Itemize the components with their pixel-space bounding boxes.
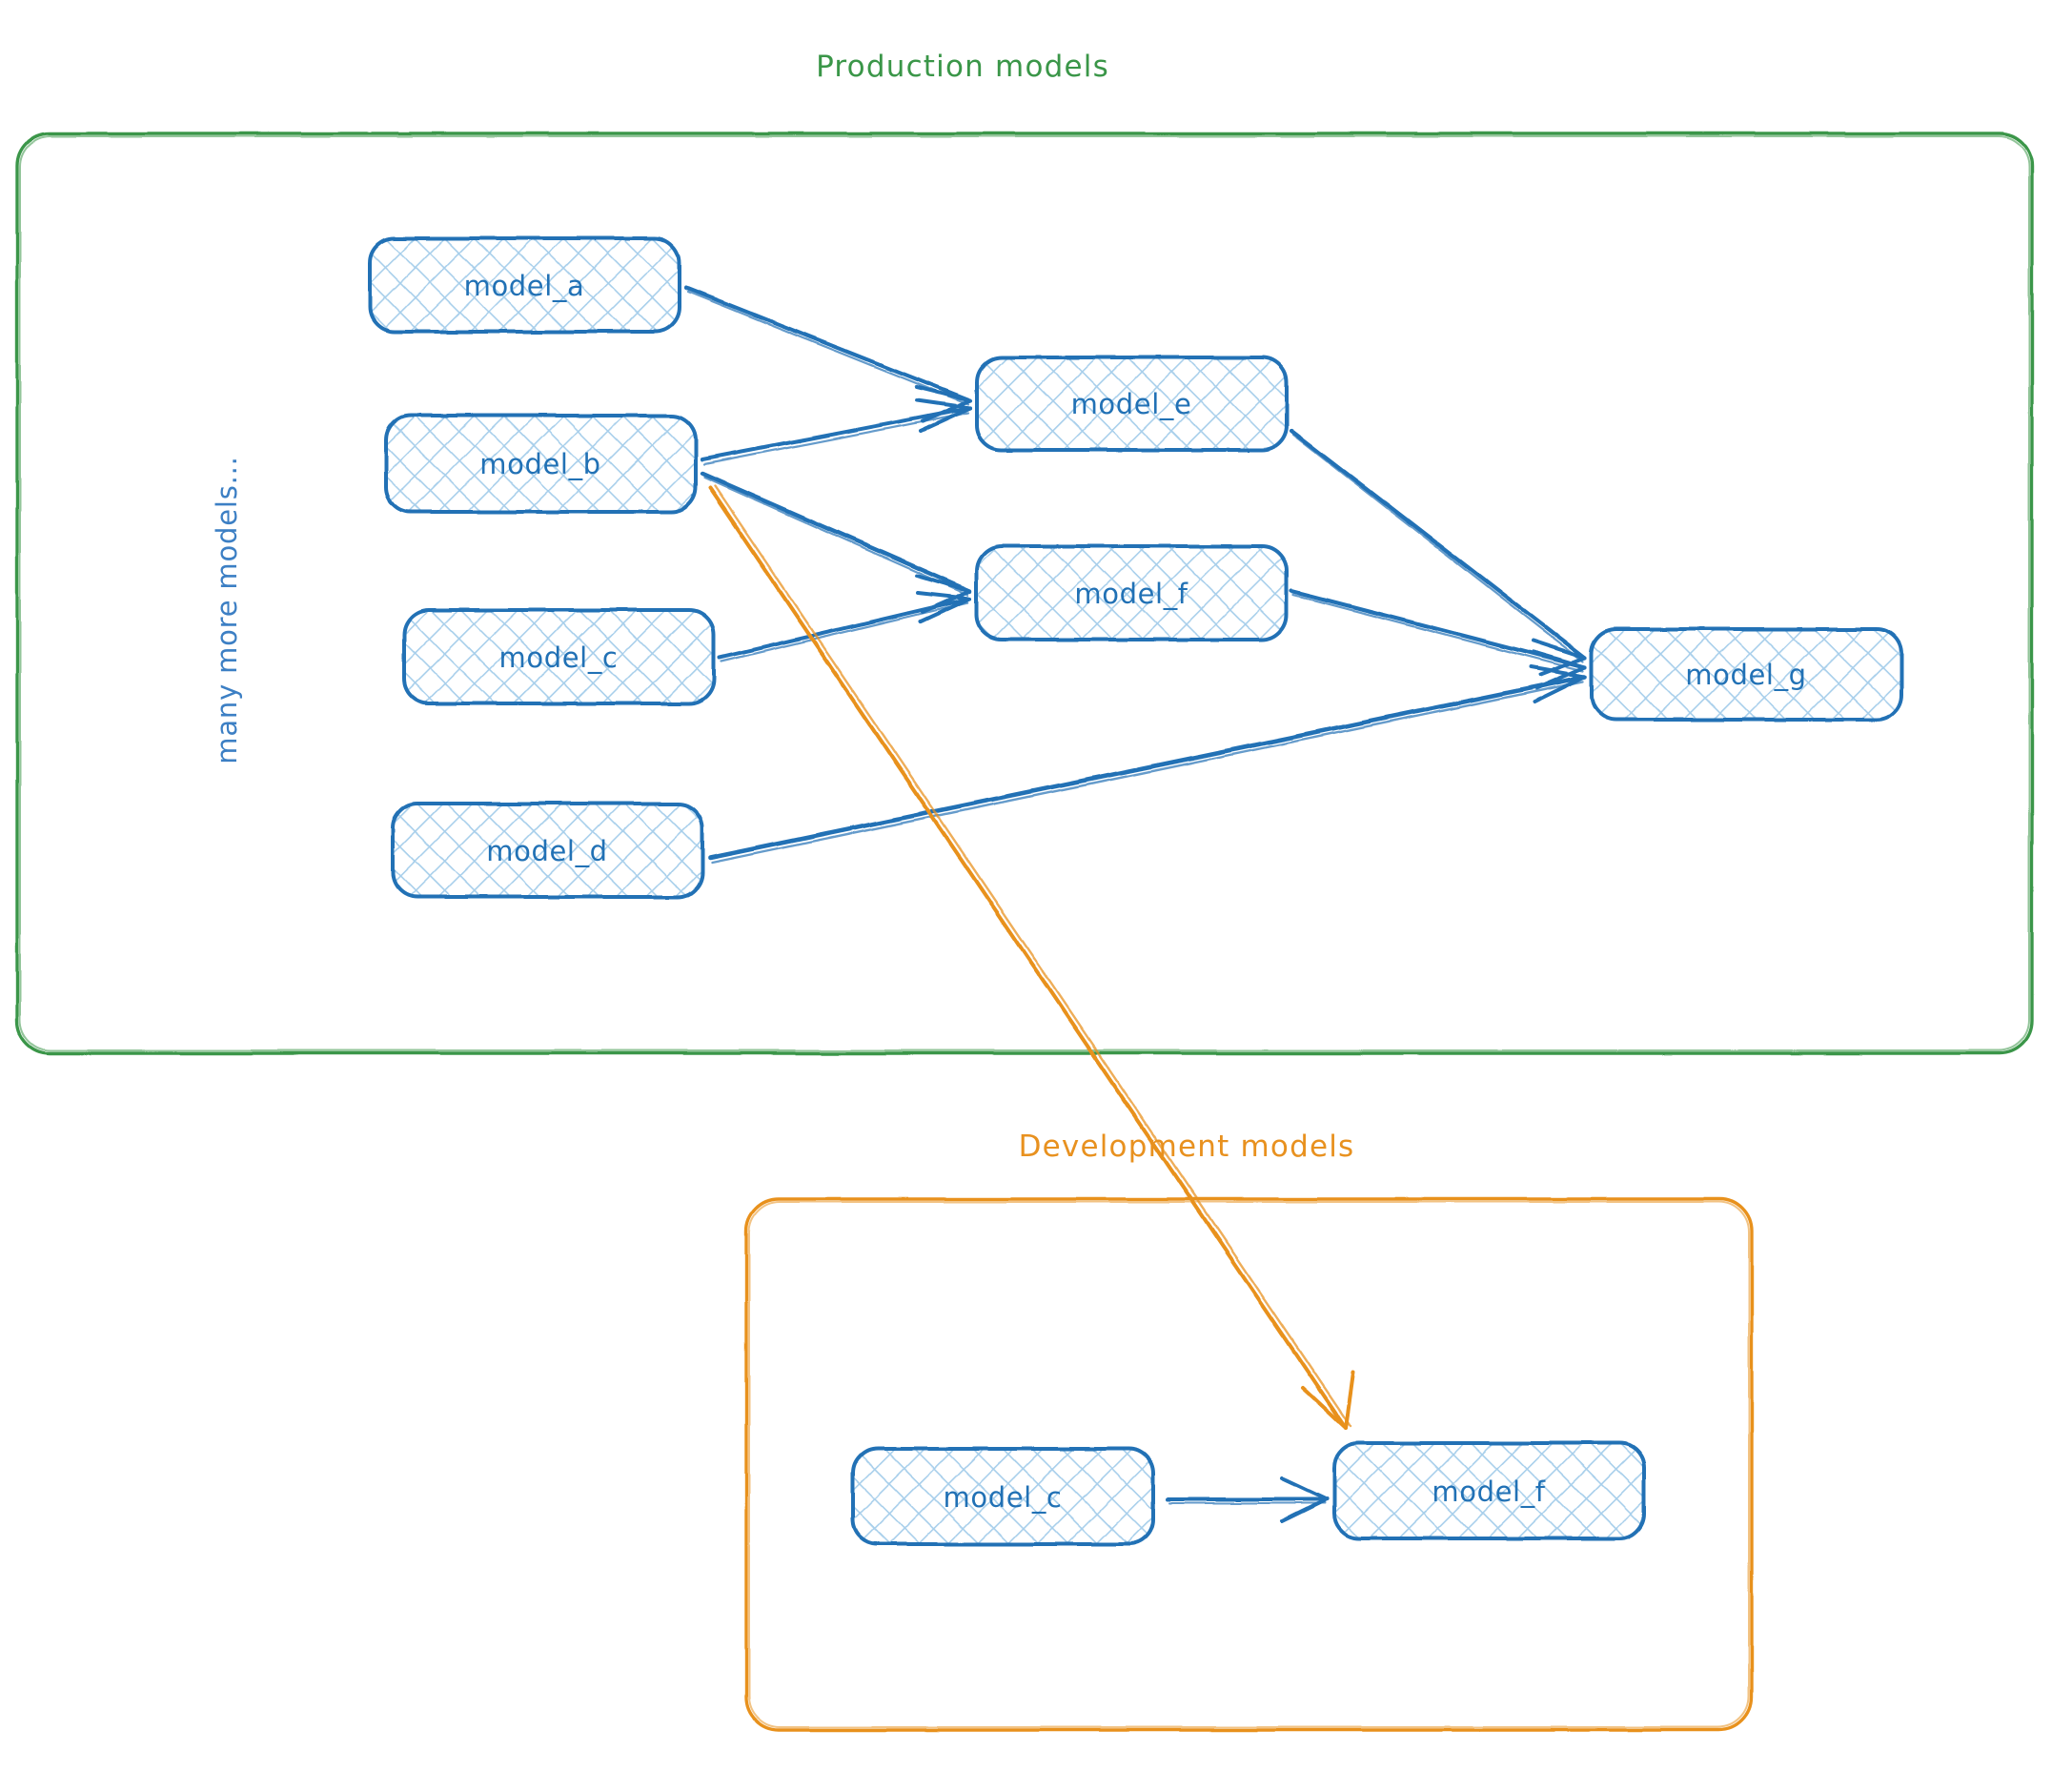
- edge-dev-model-c-to-dev-model-f: [1166, 1476, 1329, 1523]
- edge-model-e-to-model-g: [1289, 428, 1588, 677]
- node-prod-model-e-label: model_e: [1071, 388, 1192, 420]
- node-prod-model-c-shape[interactable]: [402, 608, 716, 705]
- node-prod-model-b-shape[interactable]: [384, 414, 698, 514]
- node-dev-model-f-label: model_f: [1432, 1476, 1545, 1508]
- many-more-models-label: many more models...: [211, 456, 243, 763]
- node-dev-model-f[interactable]: model_f: [1332, 1441, 1646, 1540]
- model-nodes: model_a model_b model_c model_d model_e: [368, 236, 1903, 1546]
- development-group-border-stroke2: [748, 1201, 1750, 1728]
- node-prod-model-d-label: model_d: [486, 835, 607, 867]
- edge-model-d-to-model-g: [707, 665, 1588, 865]
- edge-model-b-to-dev-model-f: [708, 484, 1355, 1430]
- node-prod-model-b[interactable]: model_b: [384, 414, 698, 514]
- node-dev-model-c[interactable]: model_c: [851, 1447, 1155, 1546]
- edge-model-b-to-model-e: [701, 398, 972, 466]
- node-prod-model-d[interactable]: model_d: [391, 802, 704, 899]
- edge-model-c-to-model-f: [718, 591, 972, 663]
- node-prod-model-e[interactable]: model_e: [975, 356, 1289, 452]
- development-group-title: Development models: [1019, 1130, 1355, 1164]
- node-prod-model-a[interactable]: model_a: [368, 236, 681, 334]
- production-group-border-stroke2: [19, 135, 2030, 1051]
- group-titles: Production models Development models man…: [211, 50, 1355, 1164]
- group-containers: [15, 132, 2034, 1732]
- production-group-title: Production models: [816, 50, 1109, 84]
- node-prod-model-e-shape[interactable]: [975, 356, 1289, 452]
- node-prod-model-c[interactable]: model_c: [402, 608, 716, 705]
- production-group-border: [15, 132, 2034, 1055]
- edges-blue: [684, 286, 1588, 1523]
- node-prod-model-f-shape[interactable]: [975, 544, 1289, 641]
- node-dev-model-c-shape[interactable]: [851, 1447, 1155, 1546]
- edge-model-b-to-model-f: [700, 471, 973, 614]
- node-prod-model-c-label: model_c: [499, 641, 619, 674]
- node-prod-model-g-shape[interactable]: [1590, 627, 1903, 722]
- node-prod-model-f-label: model_f: [1074, 578, 1188, 610]
- node-prod-model-d-shape[interactable]: [391, 802, 704, 899]
- node-dev-model-f-shape[interactable]: [1332, 1441, 1646, 1540]
- node-prod-model-g-label: model_g: [1685, 659, 1806, 691]
- node-prod-model-g[interactable]: model_g: [1590, 627, 1903, 722]
- node-prod-model-a-shape[interactable]: [368, 236, 681, 334]
- node-prod-model-a-label: model_a: [464, 270, 585, 302]
- development-group-border: [744, 1197, 1754, 1732]
- node-dev-model-c-label: model_c: [944, 1481, 1063, 1514]
- node-prod-model-f[interactable]: model_f: [975, 544, 1289, 641]
- node-prod-model-b-label: model_b: [479, 448, 600, 480]
